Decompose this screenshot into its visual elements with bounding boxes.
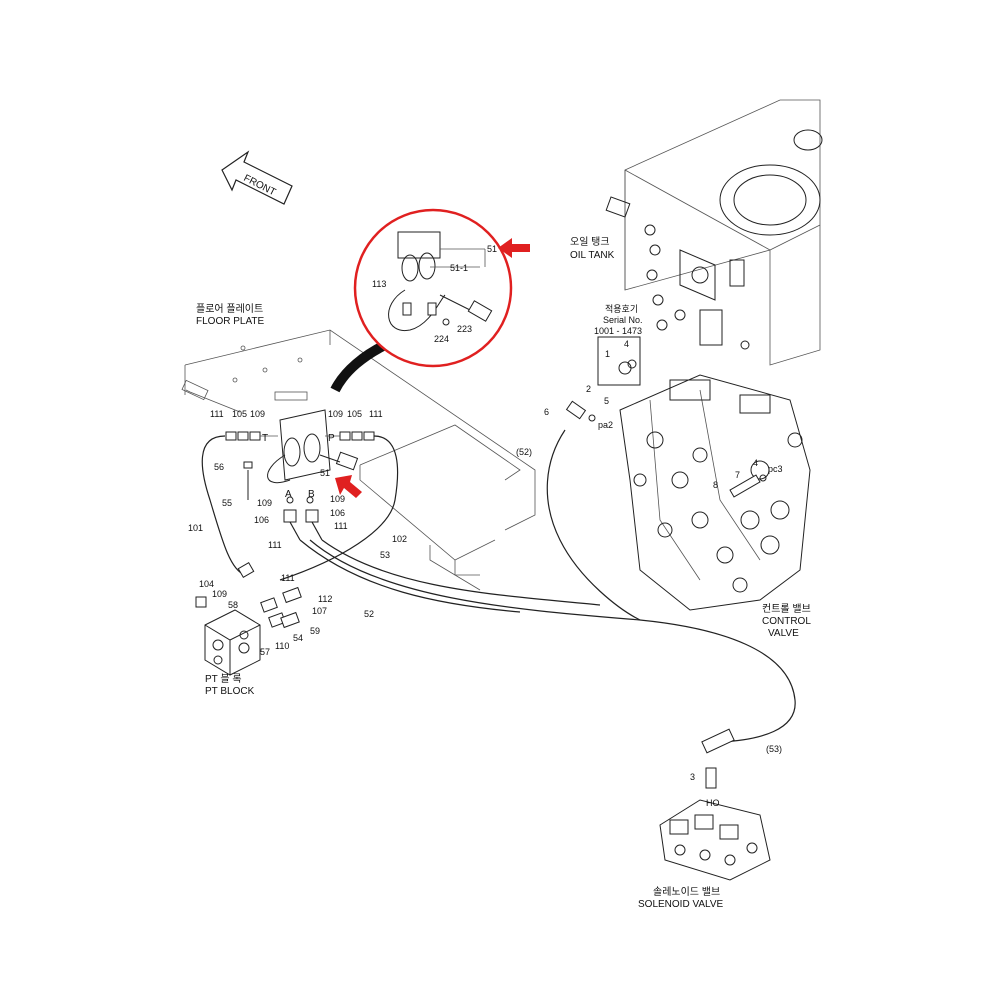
oil-tank-label-en: OIL TANK [570, 250, 615, 261]
part-label-55: 55 [222, 498, 232, 508]
part-label-106a: 106 [254, 515, 269, 525]
part-label-110: 110 [275, 641, 289, 651]
part-label-52-paren: (52) [516, 447, 532, 457]
part-label-107: 107 [312, 606, 327, 616]
part-label-53: 53 [380, 550, 390, 560]
highlight-arrow-inset [498, 238, 530, 258]
part-label-101: 101 [188, 523, 203, 533]
front-arrow: FRONT [221, 150, 293, 205]
part-label-105b: 105 [347, 409, 362, 419]
solenoid-valve [659, 728, 771, 881]
part-label-5: 5 [604, 396, 609, 406]
inset-label-224: 224 [434, 334, 449, 344]
inset-label-113: 113 [372, 279, 386, 289]
part-label-111b: 111 [369, 409, 383, 419]
control-valve-label-en1: CONTROL [762, 616, 811, 627]
control-valve [619, 374, 811, 611]
port-label-ho: HO [706, 798, 720, 808]
serial-part-4: 4 [624, 339, 629, 349]
part-label-58: 58 [228, 600, 238, 610]
part-label-57: 57 [260, 647, 270, 657]
port-label-pa2: pa2 [598, 420, 613, 430]
hose-52 [546, 429, 641, 621]
pt-block [195, 561, 302, 676]
part-label-111d: 111 [268, 540, 282, 550]
part-label-106b: 106 [330, 508, 345, 518]
bolt-55-56 [243, 461, 253, 500]
pt-block-label-en: PT BLOCK [205, 686, 255, 697]
part-label-109e: 109 [212, 589, 227, 599]
part-label-109a: 109 [250, 409, 265, 419]
part-label-111a: 111 [210, 409, 224, 419]
part-label-4b: 4 [753, 458, 758, 468]
floor-plate-label-en: FLOOR PLATE [196, 316, 264, 327]
serial-range: 1001 - 1473 [594, 326, 642, 336]
part-label-8: 8 [713, 480, 718, 490]
part-label-52: 52 [364, 609, 374, 619]
hose-102 [279, 435, 399, 581]
fitting-pa2 [565, 400, 596, 422]
part-label-111e: 111 [281, 573, 295, 583]
detail-inset [330, 208, 513, 393]
inset-label-223: 223 [457, 324, 472, 334]
solenoid-valve-label-en: SOLENOID VALVE [638, 899, 724, 910]
part-label-53-paren: (53) [766, 744, 782, 754]
part-label-102: 102 [392, 534, 407, 544]
pt-block-label-ko: PT 블 록 [205, 673, 242, 685]
left-fittings [225, 431, 261, 441]
hose-101 [201, 435, 246, 576]
control-valve-label-ko: 컨트롤 밸브 [762, 603, 811, 615]
fitting-pc3 [729, 474, 767, 498]
serial-detail-box: 1 4 [597, 336, 641, 386]
hose-53-upper [321, 539, 601, 606]
part-label-109d: 109 [330, 494, 345, 504]
part-label-51: 51 [320, 468, 330, 478]
inset-label-51: 51 [487, 244, 497, 254]
floor-plate-label-ko: 플로어 플레이트 [196, 303, 263, 315]
port-label-a: A [285, 489, 292, 500]
part-label-3: 3 [690, 772, 695, 782]
part-label-7: 7 [735, 470, 740, 480]
floor-plate [181, 329, 536, 591]
hose-52-lower [299, 539, 521, 613]
part-label-56: 56 [214, 462, 224, 472]
solenoid-valve-label-ko: 솔레노이드 밸브 [653, 886, 720, 898]
port-label-pc3: pc3 [768, 464, 783, 474]
part-label-59: 59 [310, 626, 320, 636]
serial-label: Serial No. [603, 315, 643, 325]
part-label-111c: 111 [334, 521, 348, 531]
pedal-valve-assembly [267, 409, 359, 484]
serial-label-ko: 적용호기 [605, 303, 638, 314]
control-valve-label-en2: VALVE [768, 628, 799, 639]
right-fittings [339, 431, 375, 441]
highlight-arrow-assembly [335, 475, 362, 498]
part-label-6: 6 [544, 407, 549, 417]
oil-tank [605, 99, 823, 366]
oil-tank-label-ko: 오일 탱크 [570, 236, 610, 248]
part-label-112: 112 [318, 594, 332, 604]
part-label-109b: 109 [328, 409, 343, 419]
part-label-105a: 105 [232, 409, 247, 419]
part-label-54: 54 [293, 633, 303, 643]
port-label-p: P [328, 433, 335, 444]
hose-53 [309, 539, 796, 743]
elbow-fittings-106 [283, 496, 319, 523]
part-label-2: 2 [586, 384, 591, 394]
serial-part-1: 1 [605, 349, 610, 359]
inset-label-51-1: 51-1 [450, 263, 468, 273]
part-label-109c: 109 [257, 498, 272, 508]
port-label-t: T [262, 433, 268, 444]
port-label-b: B [308, 489, 315, 500]
part-label-104: 104 [199, 579, 214, 589]
